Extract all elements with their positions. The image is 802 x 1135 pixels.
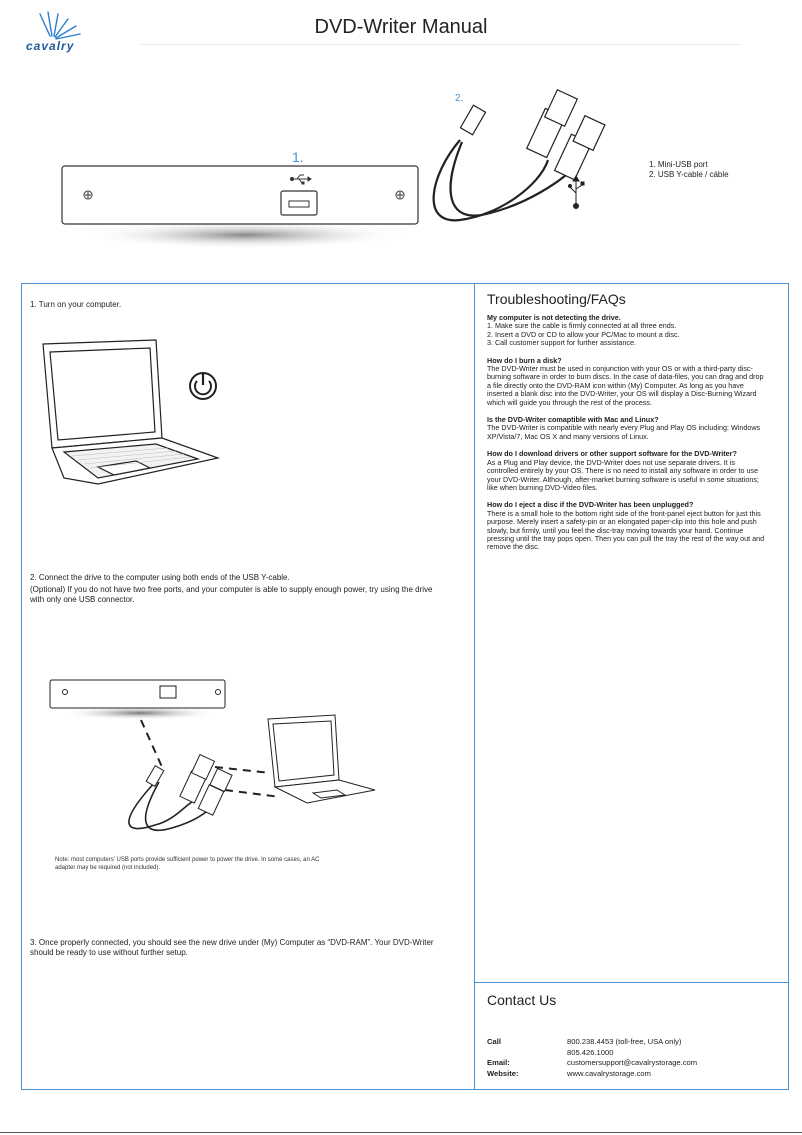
column-divider [474, 283, 475, 1090]
ports-legend: 1. Mini-USB port 2. USB Y-cable / cáble [649, 160, 729, 180]
brand-wordmark: cavalry [26, 39, 75, 53]
phone-tollfree[interactable]: 800.238.4453 (toll-free, USA only) [567, 1037, 682, 1046]
screw-left-icon [83, 190, 93, 200]
step-3-text: 3. Once properly connected, you should s… [30, 938, 434, 957]
faq-title: Troubleshooting/FAQs [487, 291, 626, 307]
usb-trident-icon [568, 175, 585, 209]
contact-title: Contact Us [487, 992, 557, 1008]
step-2-line-2: (Optional) If you do not have two free p… [30, 585, 433, 604]
faq-answer: The DVD-Writer is compatible with nearly… [487, 423, 761, 441]
drive-shadow [80, 221, 410, 249]
website-link[interactable]: www.cavalrystorage.com [567, 1068, 651, 1078]
faq-answer: There is a small hole to the bottom righ… [487, 508, 765, 552]
content-frame [21, 283, 789, 1090]
usb-symbol-icon [290, 174, 312, 185]
laptop-power-illustration [42, 339, 221, 485]
step-2-line-1: 2. Connect the drive to the computer usi… [30, 573, 290, 582]
contact-details: Call 800.238.4453 (toll-free, USA only) … [487, 1037, 787, 1082]
page-title: DVD-Writer Manual [314, 16, 488, 38]
drive-front-panel [61, 165, 419, 225]
legend-item: 1. Mini-USB port [649, 160, 708, 169]
drive-front-panel-small [49, 679, 226, 709]
faq-question: How do I burn a disk? [487, 355, 562, 365]
faq-answer: The DVD-Writer must be used in conjuncti… [487, 364, 764, 407]
faq-question: How do I download drivers or other suppo… [487, 449, 737, 459]
contact-divider [474, 982, 789, 983]
connection-illustration [49, 679, 376, 832]
step-1-text: 1. Turn on your computer. [30, 300, 122, 309]
faq-list: My computer is not detecting the drive. … [487, 313, 767, 552]
laptop-icon [42, 339, 221, 485]
drive-port-diagram: 1. 2. [61, 88, 606, 249]
screw-right-icon [395, 190, 405, 200]
cavalry-logo-icon: cavalry [26, 11, 81, 53]
email-link[interactable]: customersupport@cavalrystorage.com [567, 1058, 698, 1067]
header-rule [140, 44, 742, 45]
usb-y-cable-small-icon [128, 779, 214, 832]
port-callout-2: 2. [455, 93, 463, 104]
laptop-small-icon [267, 714, 376, 804]
faq-question: My computer is not detecting the drive. [487, 313, 621, 322]
usb-y-cable-icon [432, 139, 567, 222]
footer-rule [0, 1132, 802, 1133]
email-label: Email: [487, 1058, 510, 1067]
power-note: Note: most computers' USB ports provide … [55, 857, 320, 871]
faq-question: Is the DVD-Writer comaptible with Mac an… [487, 415, 659, 425]
website-label: Website: [487, 1068, 519, 1078]
call-label: Call [487, 1037, 501, 1046]
legend-item: 2. USB Y-cable / cáble [649, 170, 729, 179]
mini-usb-port-small-icon [159, 685, 177, 699]
mini-usb-port-icon [280, 190, 318, 216]
faq-question: How do I eject a disc if the DVD-Writer … [487, 500, 694, 510]
port-callout-1: 1. [292, 149, 304, 165]
phone-main[interactable]: 805.426.1000 [567, 1047, 614, 1057]
faq-answer: 1. Make sure the cable is firmly connect… [487, 321, 680, 348]
step-2-text: 2. Connect the drive to the computer usi… [30, 573, 445, 605]
power-button-icon [189, 372, 217, 400]
faq-answer: As a Plug and Play device, the DVD-Write… [487, 457, 759, 492]
